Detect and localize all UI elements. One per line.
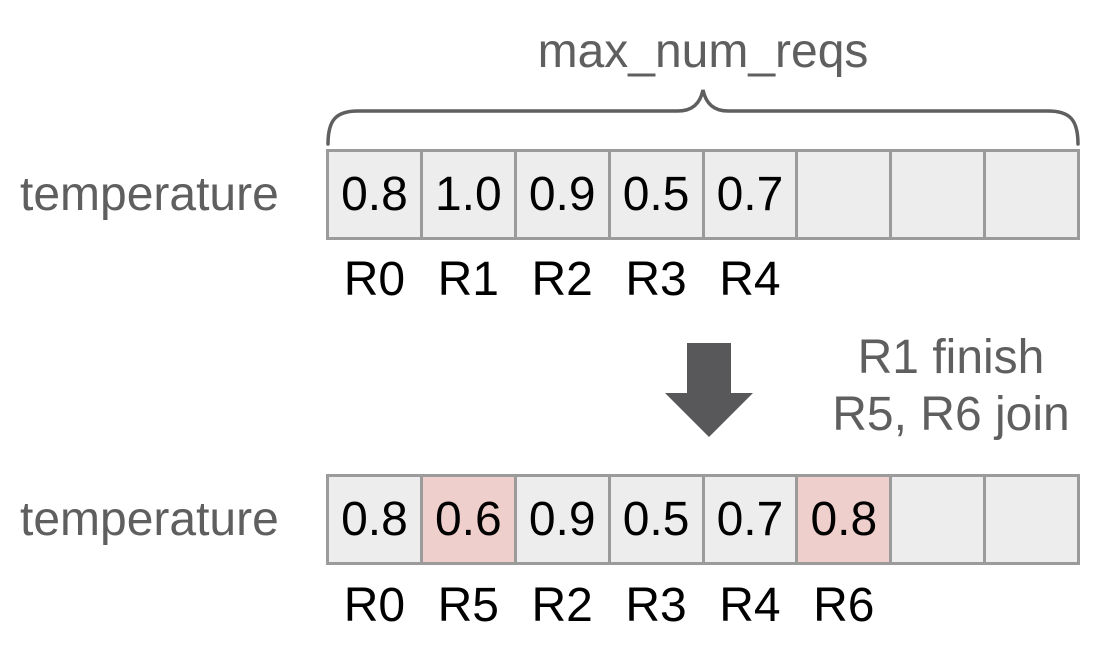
curly-brace [326, 89, 1080, 146]
array-cell-highlighted: 0.8 [798, 477, 890, 562]
req-label [892, 252, 983, 308]
row-label-temperature-before: temperature [20, 168, 279, 221]
request-labels-after: R0 R5 R2 R3 R4 R6 [326, 578, 1080, 634]
row-label-temperature-after: temperature [20, 493, 279, 546]
array-cell: 0.5 [610, 477, 702, 562]
down-arrow-icon [665, 343, 753, 437]
req-label: R0 [343, 579, 406, 632]
array-cell-empty [892, 152, 984, 237]
cell-value: 0.9 [528, 493, 596, 546]
req-label: R5 [437, 579, 499, 632]
request-labels-before: R0 R1 R2 R3 R4 [326, 252, 1080, 308]
req-label: R3 [625, 579, 687, 632]
cell-value: 0.7 [716, 168, 784, 221]
transition-line1: R1 finish [857, 331, 1045, 384]
array-cell: 0.8 [329, 477, 420, 562]
cell-value: 0.8 [341, 493, 408, 546]
cell-value: 0.6 [434, 493, 502, 546]
array-cell-highlighted: 0.6 [422, 477, 514, 562]
req-label: R4 [719, 579, 781, 632]
req-label: R4 [719, 253, 781, 306]
req-label [986, 578, 1077, 634]
cell-value: 0.5 [622, 168, 690, 221]
req-label [892, 578, 983, 634]
req-label: R3 [625, 253, 687, 306]
array-cell: 0.9 [516, 477, 608, 562]
req-label [798, 252, 889, 308]
cell-value: 0.8 [810, 493, 878, 546]
cell-value: 1.0 [434, 168, 502, 221]
cell-value: 0.8 [341, 168, 408, 221]
temperature-array-after: 0.8 0.6 0.9 0.5 0.7 0.8 [326, 474, 1080, 565]
transition-line2: R5, R6 join [832, 388, 1070, 441]
transition-note: R1 finish R5, R6 join [751, 329, 1110, 443]
req-label: R6 [813, 579, 875, 632]
array-cell: 0.7 [704, 477, 796, 562]
temperature-array-before: 0.8 1.0 0.9 0.5 0.7 [326, 149, 1080, 240]
array-cell: 0.7 [704, 152, 796, 237]
array-cell: 1.0 [422, 152, 514, 237]
array-cell: 0.8 [329, 152, 420, 237]
array-cell-empty [798, 152, 890, 237]
req-label [986, 252, 1077, 308]
req-label: R0 [343, 253, 406, 306]
array-cell: 0.9 [516, 152, 608, 237]
cell-value: 0.7 [716, 493, 784, 546]
cell-value: 0.9 [528, 168, 596, 221]
array-cell-empty [892, 477, 984, 562]
max-num-reqs-label: max_num_reqs [537, 25, 869, 78]
array-cell-empty [986, 152, 1077, 237]
req-label: R2 [531, 579, 593, 632]
array-cell-empty [986, 477, 1077, 562]
req-label: R1 [437, 253, 499, 306]
array-cell: 0.5 [610, 152, 702, 237]
req-label: R2 [531, 253, 593, 306]
cell-value: 0.5 [622, 493, 690, 546]
